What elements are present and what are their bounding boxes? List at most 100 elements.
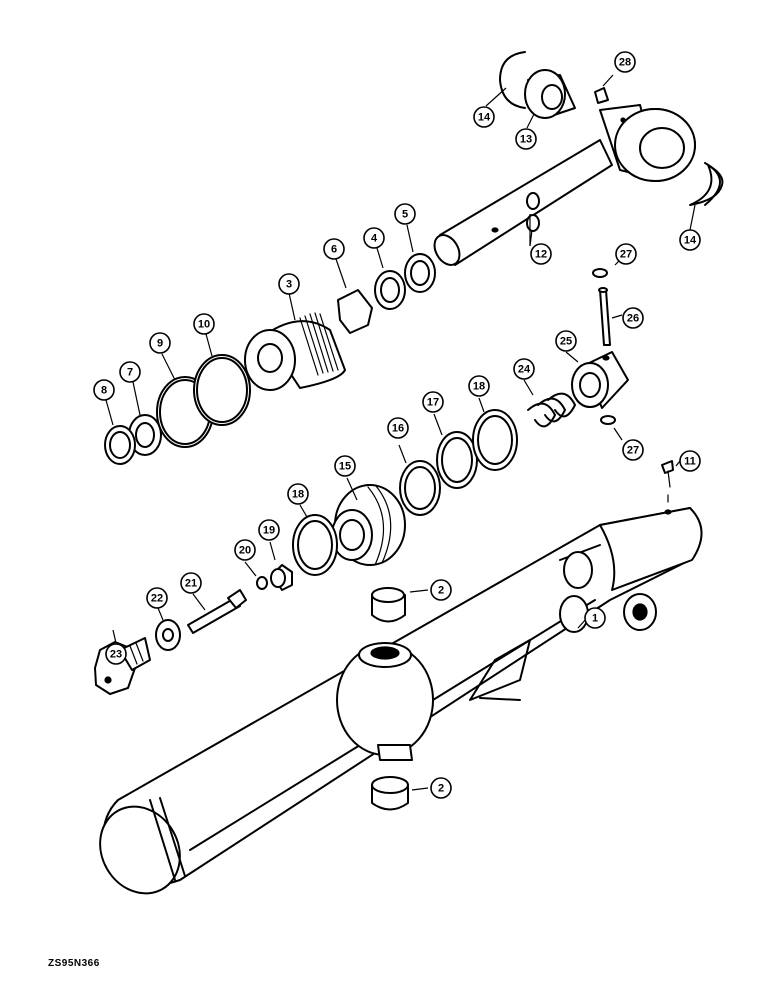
seal-16	[399, 460, 441, 516]
callout-number: 2	[438, 585, 444, 597]
snap-ring-right	[689, 162, 724, 206]
rod-eye-bushing	[524, 69, 576, 119]
callout-circle	[473, 106, 495, 128]
o-ring-27-bottom	[600, 415, 616, 425]
callout-27: 27	[615, 243, 637, 265]
callout-number: 18	[473, 381, 485, 393]
callout-number: 1	[592, 613, 598, 625]
callout-circle	[363, 227, 385, 249]
grease-fitting	[594, 87, 609, 104]
spring-24	[527, 392, 576, 428]
ring-17	[436, 431, 478, 489]
callout-circle	[146, 587, 168, 609]
callout-number: 3	[286, 279, 292, 291]
callout-25: 25	[555, 330, 577, 352]
valve-21	[270, 564, 293, 591]
callout-circle	[530, 243, 552, 265]
callout-circle	[323, 238, 345, 260]
callout-number: 22	[151, 593, 163, 605]
callout-number: 6	[331, 244, 337, 256]
callout-10: 10	[193, 313, 215, 335]
pin-26	[598, 287, 611, 346]
gland	[244, 312, 346, 391]
callout-circle	[430, 579, 452, 601]
washer-23	[155, 619, 181, 651]
callout-number: 14	[684, 235, 697, 247]
callout-number: 27	[627, 445, 639, 457]
callout-number: 26	[627, 313, 639, 325]
callout-circle	[584, 607, 606, 629]
callouts: 1223456789101112131414151617181819202122…	[93, 51, 701, 799]
callout-14: 14	[679, 229, 701, 251]
callout-circle	[622, 307, 644, 329]
callout-18: 18	[287, 483, 309, 505]
callout-number: 2	[438, 783, 444, 795]
callout-number: 12	[535, 249, 547, 261]
callout-circle	[468, 375, 490, 397]
callout-number: 19	[263, 525, 275, 537]
callout-9: 9	[149, 332, 171, 354]
callout-circle	[679, 450, 701, 472]
callout-11: 11	[679, 450, 701, 472]
wear-ring-4	[374, 270, 406, 310]
callout-2: 2	[430, 777, 452, 799]
callout-number: 15	[339, 461, 351, 473]
callout-number: 10	[198, 319, 210, 331]
screw-11	[661, 460, 674, 503]
wear-ring-18-right	[472, 409, 518, 471]
callout-15: 15	[334, 455, 356, 477]
callout-circle	[615, 243, 637, 265]
callout-circle	[119, 361, 141, 383]
callout-circle	[614, 51, 636, 73]
bolt-19	[94, 637, 151, 695]
callout-circle	[622, 439, 644, 461]
callout-circle	[93, 379, 115, 401]
callout-number: 9	[157, 338, 163, 350]
callout-13: 13	[515, 128, 537, 150]
callout-number: 20	[239, 545, 251, 557]
callout-number: 11	[684, 456, 696, 468]
callout-circle	[387, 417, 409, 439]
callout-number: 7	[127, 367, 133, 379]
wiper-8	[104, 425, 136, 465]
nut	[337, 289, 373, 334]
callout-circle	[105, 643, 127, 665]
callout-number: 17	[427, 397, 439, 409]
callout-number: 27	[620, 249, 632, 261]
callout-24: 24	[513, 358, 535, 380]
piston-rod	[433, 104, 696, 266]
callout-number: 21	[185, 578, 197, 590]
callout-circle	[234, 539, 256, 561]
callout-circle	[515, 128, 537, 150]
callout-27: 27	[622, 439, 644, 461]
snap-ring-left	[499, 51, 526, 109]
callout-circle	[258, 519, 280, 541]
callout-circle	[555, 330, 577, 352]
callout-number: 18	[292, 489, 304, 501]
callout-circle	[513, 358, 535, 380]
seal-5	[404, 253, 436, 293]
callout-28: 28	[614, 51, 636, 73]
callout-circle	[180, 572, 202, 594]
callout-number: 5	[402, 209, 408, 221]
callout-circle	[193, 313, 215, 335]
callout-number: 25	[560, 336, 572, 348]
backup-ring-10	[193, 354, 251, 426]
callout-circle	[149, 332, 171, 354]
callout-16: 16	[387, 417, 409, 439]
callout-number: 13	[520, 134, 532, 146]
callout-6: 6	[323, 238, 345, 260]
callout-21: 21	[180, 572, 202, 594]
callout-number: 14	[478, 112, 491, 124]
o-ring-27-top	[592, 268, 608, 278]
callout-20: 20	[234, 539, 256, 561]
callout-5: 5	[394, 203, 416, 225]
callout-number: 16	[392, 423, 404, 435]
o-ring-22	[256, 576, 268, 590]
callout-circle	[430, 777, 452, 799]
piston	[331, 484, 406, 566]
callout-circle	[422, 391, 444, 413]
callout-number: 4	[371, 233, 378, 245]
bushing-upper	[371, 587, 406, 623]
